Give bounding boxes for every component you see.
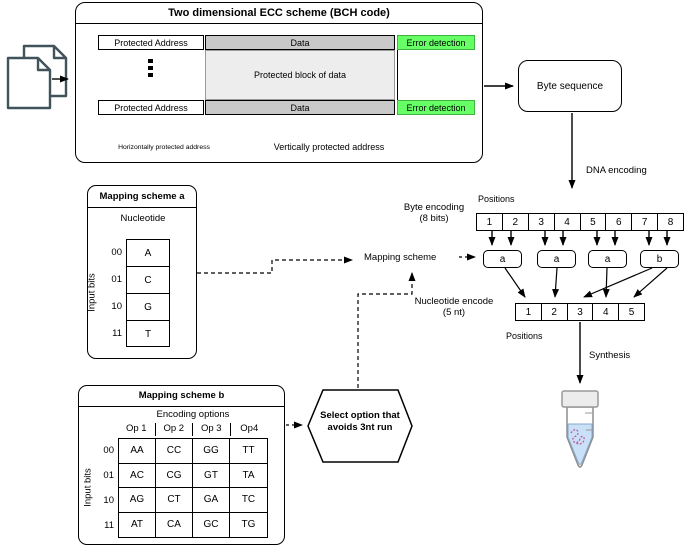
scheme-a-value: C bbox=[127, 267, 169, 294]
scheme-b-cell: CG bbox=[156, 463, 193, 488]
byte-encoding-label-line1: Byte encoding bbox=[403, 202, 465, 213]
scheme-a-bits: 01 bbox=[111, 274, 122, 285]
byte-position-cells: 1 2 3 4 5 6 7 8 bbox=[476, 213, 684, 231]
documents-icon bbox=[6, 44, 68, 110]
scheme-b-cell: AA bbox=[119, 439, 156, 464]
rows-ellipsis bbox=[148, 59, 153, 77]
data-cell: Data bbox=[205, 35, 395, 50]
mapping-scheme-label: Mapping scheme bbox=[364, 252, 437, 263]
byte-position-cell: 4 bbox=[555, 214, 581, 230]
scheme-box-a3: a bbox=[588, 250, 627, 268]
ecc-panel-title: Two dimensional ECC scheme (BCH code) bbox=[76, 3, 482, 24]
vertical-protection-label: Vertically protected address bbox=[273, 142, 385, 152]
scheme-a-value: T bbox=[144, 328, 152, 340]
scheme-b-bits: 00 bbox=[103, 445, 114, 456]
nucleotide-encode-label-line2: (5 nt) bbox=[442, 307, 466, 318]
data-cell: Data bbox=[205, 100, 395, 115]
ecc-panel: Two dimensional ECC scheme (BCH code) Pr… bbox=[75, 2, 483, 163]
scheme-b-cell: GC bbox=[193, 512, 230, 537]
scheme-b-cell: CA bbox=[156, 512, 193, 537]
scheme-b-table: AA CC GG TT AC CG GT TA AG CT GA TC AT C… bbox=[118, 438, 268, 538]
scheme-b-cell: AT bbox=[119, 512, 156, 537]
scheme-b-cell: CC bbox=[156, 439, 193, 464]
scheme-b-col-header: Op 1 bbox=[118, 423, 156, 436]
scheme-b-cell: AG bbox=[119, 488, 156, 513]
byte-positions-label: Positions bbox=[478, 194, 515, 204]
scheme-b-title: Mapping scheme b bbox=[79, 386, 284, 407]
scheme-a-col-header: Nucleotide bbox=[120, 213, 166, 224]
byte-position-cell: 6 bbox=[606, 214, 633, 230]
nucleotide-position-cells: 1 2 3 4 5 bbox=[515, 303, 645, 321]
scheme-b-cell: TT bbox=[230, 439, 267, 464]
scheme-b-cell: TA bbox=[230, 464, 267, 488]
error-detection-cell: Error detection bbox=[397, 100, 475, 115]
byte-encoding-label: Byte encoding (8 bits) bbox=[396, 202, 472, 224]
scheme-box-b: b bbox=[640, 250, 679, 268]
scheme-b-cell: GA bbox=[193, 488, 230, 513]
scheme-b-cell: CT bbox=[156, 488, 193, 513]
scheme-b-col-header: Op 2 bbox=[156, 423, 193, 436]
scheme-a-row-label: Input bits bbox=[86, 273, 98, 312]
scheme-to-nucleotide-arrows bbox=[504, 267, 668, 298]
hexagon-label-line1: Select option that bbox=[320, 410, 400, 421]
byte-encoding-label-line2: (8 bits) bbox=[419, 213, 449, 224]
scheme-b-bits: 10 bbox=[103, 495, 114, 506]
nucleotide-position-cell: 2 bbox=[542, 304, 568, 320]
protected-address-cell: Protected Address bbox=[98, 100, 204, 115]
dna-encoding-label: DNA encoding bbox=[586, 165, 647, 176]
scheme-b-header: Encoding options bbox=[156, 409, 230, 420]
scheme-box-a1: a bbox=[483, 250, 522, 268]
byte-position-cell: 7 bbox=[632, 214, 659, 230]
error-column-spacer bbox=[397, 50, 475, 100]
horizontal-protection-label: Horizontally protected address bbox=[118, 144, 210, 151]
nucleotide-position-cell: 3 bbox=[568, 304, 594, 320]
scheme-box-a2: a bbox=[537, 250, 576, 268]
byte-position-cell: 8 bbox=[667, 216, 674, 228]
nucleotide-position-cell: 1 bbox=[516, 304, 542, 320]
scheme-b-col-header: Op4 bbox=[240, 423, 259, 434]
nucleotide-position-cell: 4 bbox=[593, 304, 620, 320]
scheme-a-title: Mapping scheme a bbox=[88, 186, 196, 208]
nucleotide-position-cell: 5 bbox=[628, 306, 635, 318]
scheme-b-cell: AC bbox=[119, 463, 156, 488]
scheme-a-value: A bbox=[127, 240, 169, 267]
scheme-b-cell: TG bbox=[241, 519, 256, 531]
scheme-a-bits: 11 bbox=[112, 328, 122, 339]
nucleotide-encode-label: Nucleotide encode (5 nt) bbox=[404, 296, 504, 318]
hexagon-shape bbox=[307, 389, 413, 463]
scheme-b-row-label: Input bits bbox=[82, 468, 94, 507]
scheme-b-cell: TC bbox=[230, 488, 267, 513]
hexagon-label: Select option that avoids 3nt run bbox=[312, 410, 408, 434]
byte-position-cell: 3 bbox=[529, 214, 555, 230]
byte-to-scheme-arrows bbox=[488, 231, 671, 246]
scheme-a-table: A C G T bbox=[126, 239, 170, 347]
scheme-a-value: G bbox=[127, 294, 169, 321]
byte-position-cell: 2 bbox=[503, 214, 529, 230]
scheme-a-bits: 00 bbox=[111, 247, 122, 258]
byte-sequence-node: Byte sequence bbox=[518, 60, 622, 112]
scheme-b-bits: 01 bbox=[103, 470, 114, 481]
scheme-a-bits: 10 bbox=[111, 301, 122, 312]
synthesis-label: Synthesis bbox=[589, 350, 631, 361]
error-detection-cell: Error detection bbox=[397, 35, 475, 50]
protected-block: Protected block of data bbox=[205, 50, 395, 100]
scheme-b-bits: 11 bbox=[104, 520, 114, 531]
scheme-b-col-header: Op 3 bbox=[193, 423, 231, 436]
mapping-scheme-a-panel: Mapping scheme a Nucleotide A C G T 00 0… bbox=[87, 185, 197, 359]
hexagon-label-line2: avoids 3nt run bbox=[327, 422, 393, 433]
scheme-a-to-mapping-dashed bbox=[197, 256, 353, 274]
scheme-b-col-headers: Op 1 Op 2 Op 3 Op4 bbox=[118, 423, 268, 436]
scheme-b-cell: GG bbox=[193, 439, 230, 464]
byte-position-cell: 5 bbox=[581, 214, 607, 230]
mapping-scheme-b-panel: Mapping scheme b Encoding options Op 1 O… bbox=[78, 385, 285, 545]
nucleotide-encode-label-line1: Nucleotide encode bbox=[414, 296, 494, 307]
nucleotide-positions-label: Positions bbox=[506, 331, 543, 341]
hexagon-to-mapping-dashed bbox=[357, 272, 416, 388]
byte-position-cell: 1 bbox=[477, 214, 503, 230]
scheme-b-cell: GT bbox=[193, 463, 230, 488]
synthesis-tube-icon bbox=[561, 390, 599, 468]
protected-address-cell: Protected Address bbox=[98, 35, 204, 50]
